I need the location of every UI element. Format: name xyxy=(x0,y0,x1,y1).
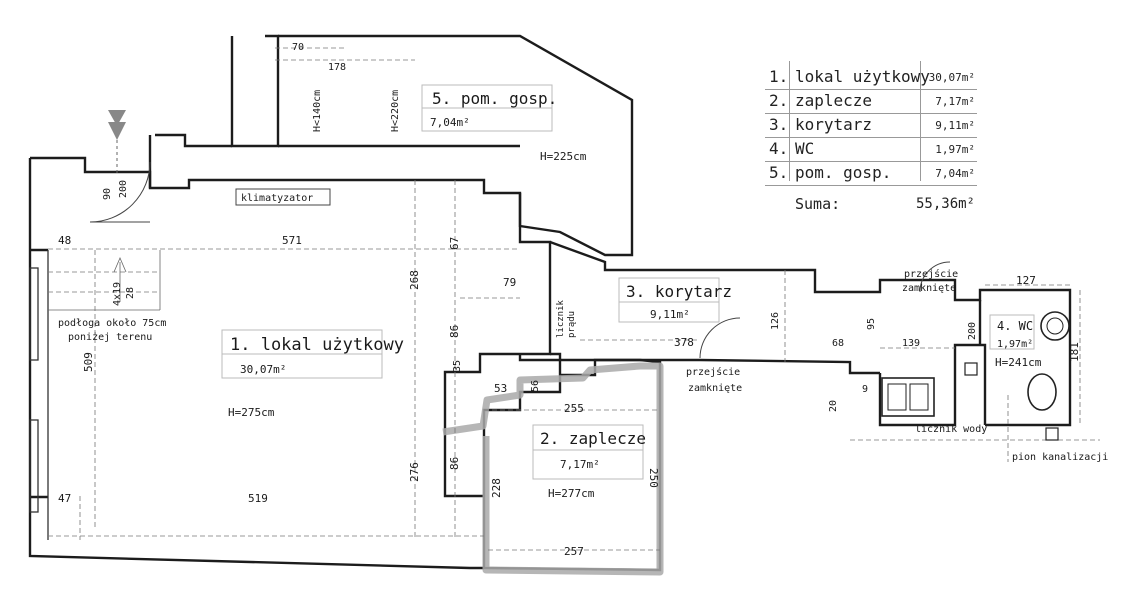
label-przejscie-2b: zamknięte xyxy=(902,283,956,294)
table-row: 4. WC 1,97m² xyxy=(769,139,975,158)
room-3-area: 9,11m² xyxy=(650,308,690,321)
doors xyxy=(89,161,951,359)
dim-86a: 86 xyxy=(448,325,461,338)
room-label-boxes xyxy=(221,84,1035,480)
label-licznik-pradu-1: licznik xyxy=(556,299,566,338)
dim-35: 35 xyxy=(452,360,463,372)
room-1-height: H=275cm xyxy=(228,406,275,419)
dim-90: 90 xyxy=(102,188,113,200)
room-4-area: 1,97m² xyxy=(997,339,1033,350)
dim-181: 181 xyxy=(1068,342,1081,362)
dim-53: 53 xyxy=(494,382,507,395)
dim-250: 250 xyxy=(647,468,660,488)
label-h140: H<140cm xyxy=(312,90,323,132)
dim-139: 139 xyxy=(902,338,920,349)
room-2-area: 7,17m² xyxy=(560,458,600,471)
table-row: 3. korytarz 9,11m² xyxy=(769,115,975,134)
stairs xyxy=(48,250,161,311)
label-pion: pion kanalizacji xyxy=(1012,452,1108,463)
label-podloga-2: poniżej terenu xyxy=(68,332,152,343)
label-klimatyzator: klimatyzator xyxy=(241,193,313,204)
annotations: klimatyzator podłoga około 75cm poniżej … xyxy=(58,90,1108,463)
room-5-name: 5. pom. gosp. xyxy=(432,89,557,108)
washbasin-icon xyxy=(1040,311,1070,341)
dim-228: 228 xyxy=(490,478,503,498)
room-texts: 1. lokal użytkowy 30,07m² H=275cm 2. zap… xyxy=(228,89,1042,500)
wc-fixtures xyxy=(881,311,1070,441)
room-2-height: H=277cm xyxy=(548,487,595,500)
dim-9: 9 xyxy=(862,384,868,395)
label-licznik-pradu-2: prądu xyxy=(567,311,577,338)
zaplecze-highlight xyxy=(442,362,664,576)
dimension-lines xyxy=(48,47,1100,551)
pipe-icon xyxy=(1045,427,1059,441)
room-4-name: 4. WC xyxy=(997,319,1033,333)
dimension-numbers: 70 178 90 200 48 571 67 268 79 86 35 53 … xyxy=(58,42,1081,558)
room-3-height: H=225cm xyxy=(540,150,587,163)
dim-127: 127 xyxy=(1016,274,1036,287)
walls xyxy=(28,34,1072,572)
sum-label: Suma: xyxy=(795,195,841,213)
sink-icon xyxy=(881,377,935,417)
room-4-height: H=241cm xyxy=(995,356,1042,369)
dim-56: 56 xyxy=(530,380,541,392)
table-row: 5. pom. gosp. 7,04m² xyxy=(769,163,975,182)
dim-86b: 86 xyxy=(448,457,461,470)
dim-70: 70 xyxy=(292,42,304,53)
label-przejscie-1a: przejście xyxy=(686,366,740,378)
room-3-name: 3. korytarz xyxy=(626,282,732,301)
label-licznik-wody: licznik wody xyxy=(915,424,987,435)
toilet-icon xyxy=(1027,373,1057,411)
dim-255: 255 xyxy=(564,402,584,415)
entrance-arrow-icon xyxy=(108,110,126,175)
dim-200: 200 xyxy=(118,180,129,198)
room-2-name: 2. zaplecze xyxy=(540,429,646,448)
dim-20: 20 xyxy=(828,400,839,412)
table-row: 1. lokal użytkowy 30,07m² xyxy=(769,67,975,86)
table-sum-row: Suma: 55,36m² xyxy=(765,193,977,217)
dim-257: 257 xyxy=(564,545,584,558)
dim-571: 571 xyxy=(282,234,302,247)
dim-68: 68 xyxy=(832,338,844,349)
dim-178: 178 xyxy=(328,62,346,73)
dim-268: 268 xyxy=(408,270,421,290)
room-1-name: 1. lokal użytkowy xyxy=(230,335,404,355)
label-h220: H<220cm xyxy=(390,90,401,132)
label-stair2: 28 xyxy=(125,287,136,299)
dim-67: 67 xyxy=(448,237,461,250)
dim-79: 79 xyxy=(503,276,516,289)
label-stair: 4x19 xyxy=(112,282,123,306)
room-1-area: 30,07m² xyxy=(240,363,286,376)
dim-519: 519 xyxy=(248,492,268,505)
dim-276: 276 xyxy=(408,462,421,482)
dim-47: 47 xyxy=(58,492,71,505)
dim-200b: 200 xyxy=(967,322,978,340)
label-przejscie-1b: zamknięte xyxy=(688,383,742,394)
dim-48: 48 xyxy=(58,234,71,247)
dim-95: 95 xyxy=(866,318,877,330)
room-5-area: 7,04m² xyxy=(430,116,470,129)
table-row: 2. zaplecze 7,17m² xyxy=(769,91,975,110)
label-przejscie-2a: przejście xyxy=(904,268,958,280)
dim-126: 126 xyxy=(770,312,781,330)
dim-509: 509 xyxy=(82,352,95,372)
label-podloga-1: podłoga około 75cm xyxy=(58,318,166,329)
dim-378: 378 xyxy=(674,336,694,349)
sum-value: 55,36m² xyxy=(915,196,975,212)
